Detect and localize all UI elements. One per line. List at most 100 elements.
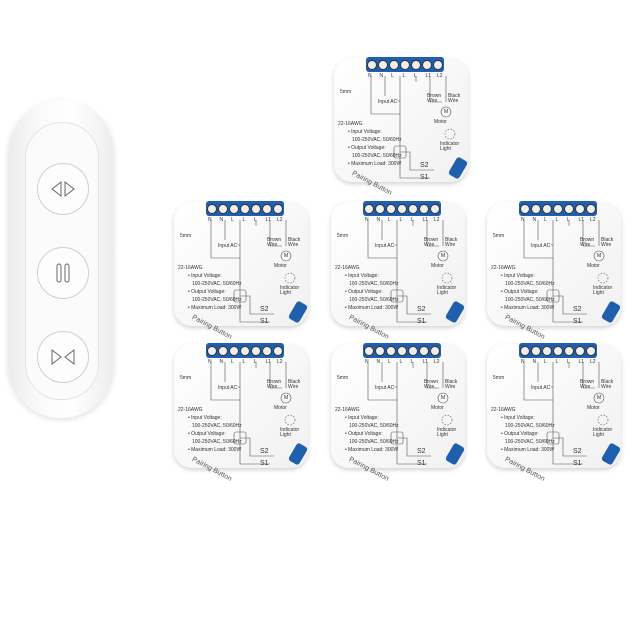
pause-icon bbox=[56, 263, 70, 283]
label-motor: Motor bbox=[587, 405, 600, 411]
label-input-voltage-value: 100-250VAC, 50/60Hz bbox=[192, 423, 242, 429]
terminal-label: N bbox=[365, 359, 369, 365]
terminal-label: N bbox=[208, 359, 212, 365]
motor-symbol: M bbox=[441, 253, 446, 259]
label-input-voltage-value: 100-250VAC, 50/60Hz bbox=[192, 281, 242, 287]
terminal-screw bbox=[519, 203, 530, 214]
terminal-block bbox=[206, 343, 284, 358]
terminal-screw bbox=[519, 345, 530, 356]
terminal-label: L bbox=[231, 217, 234, 223]
terminal-label: L bbox=[567, 217, 570, 223]
label-input-voltage-value: 100-250VAC, 50/60Hz bbox=[505, 423, 555, 429]
label-input-voltage-value: 100-250VAC, 50/60Hz bbox=[349, 423, 399, 429]
terminal-screw bbox=[239, 345, 250, 356]
terminal-block bbox=[366, 57, 444, 72]
label-s2: S2 bbox=[260, 306, 269, 313]
terminal-label: L2 bbox=[277, 359, 283, 365]
open-button[interactable] bbox=[37, 163, 89, 215]
terminal-screw bbox=[273, 345, 284, 356]
label-output-voltage: • Output Voltage: bbox=[345, 289, 383, 295]
terminal-screw bbox=[228, 345, 239, 356]
terminal-label: L2 bbox=[434, 359, 440, 365]
terminal-label: L bbox=[555, 359, 559, 365]
terminal-label: N bbox=[379, 73, 384, 79]
terminal-label: L bbox=[399, 359, 403, 365]
module-housing bbox=[331, 202, 465, 326]
remote-button-panel bbox=[25, 122, 99, 400]
label-strip: 5mm bbox=[340, 89, 352, 95]
terminal-screw bbox=[586, 345, 597, 356]
label-wire-gauge: 22-16AWG bbox=[335, 265, 360, 271]
label-max-load: • Maximum Load: 300W bbox=[348, 161, 402, 167]
terminal-block bbox=[363, 201, 441, 216]
label-s2: S2 bbox=[420, 162, 429, 169]
label-motor: Motor bbox=[274, 263, 287, 269]
label-motor: Motor bbox=[274, 405, 287, 411]
label-input-voltage-value: 100-250VAC, 50/60Hz bbox=[352, 137, 402, 143]
module-housing bbox=[487, 344, 621, 468]
terminal-screw bbox=[374, 345, 385, 356]
terminal-label: L2 bbox=[277, 217, 283, 223]
label-s1: S1 bbox=[573, 460, 582, 467]
terminal-label: L bbox=[242, 217, 246, 223]
label-strip: 5mm bbox=[180, 233, 192, 239]
label-output-voltage: • Output Voltage: bbox=[345, 431, 383, 437]
label-indicator-light: Indicator Light bbox=[437, 285, 457, 296]
label-indicator-light: Indicator Light bbox=[440, 141, 460, 152]
label-input-voltage: • Input Voltage: bbox=[501, 273, 535, 279]
label-max-load: • Maximum Load: 300W bbox=[188, 447, 242, 453]
label-input-ac: Input AC~ bbox=[218, 385, 241, 391]
terminal-label: N bbox=[532, 359, 537, 365]
terminal-label: N bbox=[219, 217, 224, 223]
terminal-label: L bbox=[391, 73, 394, 79]
wiring-diagram bbox=[367, 220, 453, 323]
terminal-screw bbox=[228, 203, 239, 214]
curtain-remote-control bbox=[8, 100, 114, 418]
module-housing bbox=[331, 344, 465, 468]
terminal-label: L bbox=[411, 359, 414, 365]
module-housing bbox=[174, 202, 308, 326]
wiring-diagram bbox=[370, 76, 456, 179]
terminal-label: L bbox=[402, 73, 406, 79]
terminal-block bbox=[519, 343, 597, 358]
label-strip: 5mm bbox=[337, 375, 349, 381]
label-wire-gauge: 22-16AWG bbox=[178, 407, 203, 413]
label-output-voltage-value: 100-250VAC, 50/60Hz bbox=[505, 297, 555, 303]
label-max-load: • Maximum Load: 300W bbox=[501, 305, 555, 311]
terminal-label: L1 bbox=[422, 359, 429, 365]
label-s2: S2 bbox=[417, 306, 426, 313]
terminal-screw bbox=[377, 59, 388, 70]
terminal-screw bbox=[385, 203, 396, 214]
terminal-label: L bbox=[411, 217, 414, 223]
terminal-label: L bbox=[388, 217, 391, 223]
terminal-label: N bbox=[376, 217, 381, 223]
label-output-voltage-value: 100-250VAC, 50/60Hz bbox=[349, 439, 399, 445]
label-output-voltage-value: 100-250VAC, 50/60Hz bbox=[192, 439, 242, 445]
label-s2: S2 bbox=[260, 448, 269, 455]
label-output-voltage-value: 100-250VAC, 50/60Hz bbox=[192, 297, 242, 303]
terminal-screw bbox=[217, 345, 228, 356]
label-output-voltage: • Output Voltage: bbox=[501, 289, 539, 295]
terminal-label: L bbox=[555, 217, 559, 223]
terminal-screw bbox=[541, 345, 552, 356]
label-indicator-light: Indicator Light bbox=[437, 427, 457, 438]
label-output-voltage: • Output Voltage: bbox=[501, 431, 539, 437]
label-s1: S1 bbox=[260, 460, 269, 467]
label-input-voltage: • Input Voltage: bbox=[188, 415, 222, 421]
label-input-voltage: • Input Voltage: bbox=[345, 415, 379, 421]
label-input-voltage: • Input Voltage: bbox=[188, 273, 222, 279]
terminal-screw bbox=[399, 59, 410, 70]
label-motor: Motor bbox=[431, 405, 444, 411]
label-indicator-light: Indicator Light bbox=[280, 285, 300, 296]
label-s2: S2 bbox=[573, 306, 582, 313]
close-button[interactable] bbox=[37, 331, 89, 383]
terminal-label: L bbox=[242, 359, 246, 365]
pause-button[interactable] bbox=[37, 247, 89, 299]
terminal-screw bbox=[552, 203, 563, 214]
label-s2: S2 bbox=[417, 448, 426, 455]
terminal-label: L bbox=[388, 359, 391, 365]
terminal-screw bbox=[552, 345, 563, 356]
